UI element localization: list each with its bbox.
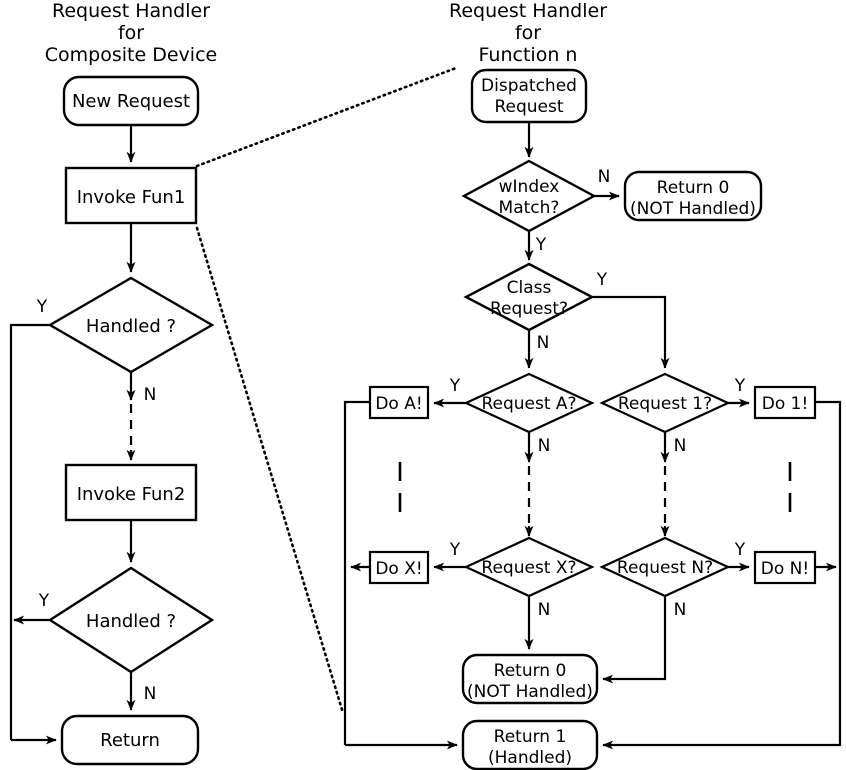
node-windex-line1: wIndex [499, 177, 560, 197]
node-return0-not-handled-bottom[interactable] [461, 653, 599, 705]
node-do-n[interactable] [753, 550, 817, 585]
right-title-line2: for [515, 22, 541, 44]
label-handled1-yes: Y [36, 297, 48, 317]
left-title-line1: Request Handler [52, 0, 210, 22]
node-return1-line1: Return 1 [494, 727, 567, 747]
label-windex-yes: Y [535, 235, 547, 255]
node-invoke-fun2[interactable] [64, 463, 198, 522]
node-dispatched-request-line1: Dispatched [481, 76, 577, 96]
edge-class-yes-to-request1 [592, 295, 670, 369]
label-request-a-no: N [538, 436, 551, 456]
node-windex-line2: Match? [499, 198, 560, 218]
label-handled2-yes: Y [38, 591, 50, 611]
right-column-title: Request Handler for Function n [449, 0, 607, 66]
node-new-request-label: New Request [72, 91, 190, 112]
node-handled-decision-1-label: Handled ? [86, 316, 176, 337]
node-return-label: Return [100, 730, 160, 751]
left-column-title: Request Handler for Composite Device [45, 0, 217, 66]
right-title-line1: Request Handler [449, 0, 607, 22]
right-title-line3: Function n [479, 44, 578, 66]
node-do-1[interactable] [753, 385, 817, 420]
label-request-x-no: N [538, 600, 551, 620]
node-request-1-label: Request 1? [618, 394, 712, 414]
node-invoke-fun1-label: Invoke Fun1 [77, 187, 186, 208]
node-return1-line2: (Handled) [488, 748, 572, 768]
node-return0-not-handled-top[interactable] [623, 170, 763, 222]
node-return1-handled[interactable] [461, 719, 599, 770]
edge-doa-to-left-rail [343, 400, 370, 745]
node-dispatched-request-line2: Request [494, 97, 563, 117]
left-title-line3: Composite Device [45, 44, 217, 66]
label-handled1-no: N [144, 385, 157, 405]
node-request-a-label: Request A? [481, 394, 576, 414]
node-do-1-label: Do 1! [762, 394, 809, 414]
node-invoke-fun2-label: Invoke Fun2 [77, 484, 186, 505]
node-return0-bottom-line2: (NOT Handled) [467, 682, 593, 702]
node-do-x-label: Do X! [375, 559, 422, 579]
node-invoke-fun1[interactable] [64, 166, 198, 225]
node-do-a-label: Do A! [375, 394, 422, 414]
dotted-expand-line-bottom [195, 226, 345, 715]
node-handled-decision-2-label: Handled ? [86, 611, 176, 632]
node-return[interactable] [60, 714, 200, 766]
node-request-x-label: Request X? [481, 558, 576, 578]
node-class-line1: Class [507, 278, 552, 298]
edge-handled1-yes-to-rail [9, 323, 50, 740]
node-class-line2: Request? [490, 299, 568, 319]
edge-do1-to-right-rail [602, 400, 842, 750]
label-request-1-no: N [674, 436, 687, 456]
label-class-yes: Y [596, 270, 608, 290]
label-request-n-yes: Y [734, 540, 746, 560]
label-request-x-yes: Y [449, 540, 461, 560]
edge-requestn-no-to-return0 [602, 596, 667, 684]
node-return0-top-line1: Return 0 [657, 178, 730, 198]
label-request-n-no: N [674, 600, 687, 620]
node-request-n-label: Request N? [617, 558, 713, 578]
label-request-a-yes: Y [449, 376, 461, 396]
label-windex-no: N [598, 167, 611, 187]
label-request-1-yes: Y [734, 376, 746, 396]
label-class-no: N [537, 333, 550, 353]
node-do-n-label: Do N! [761, 559, 809, 579]
left-title-line2: for [118, 22, 144, 44]
label-handled2-no: N [144, 684, 157, 704]
node-return0-bottom-line1: Return 0 [494, 661, 567, 681]
node-return0-top-line2: (NOT Handled) [630, 199, 756, 219]
dotted-expand-line-top [195, 66, 458, 168]
